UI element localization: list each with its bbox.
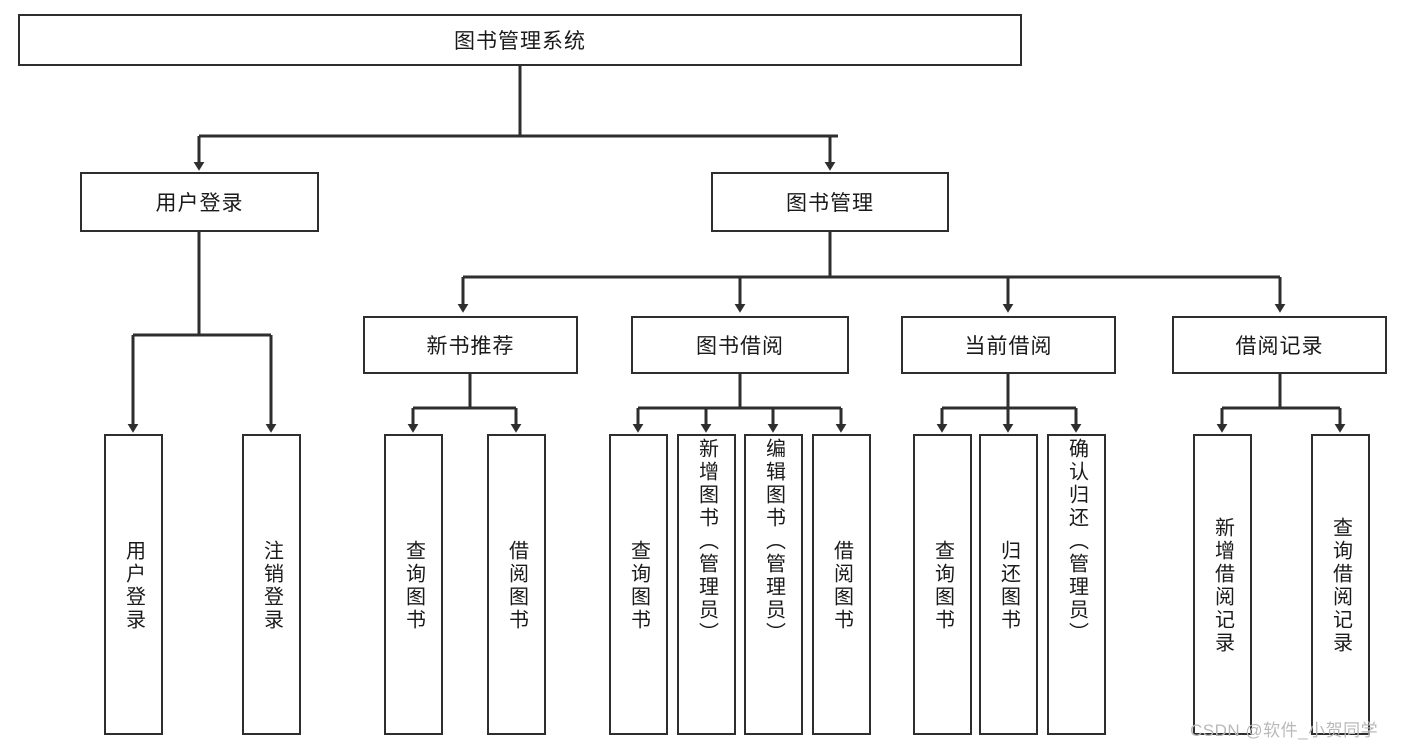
node-label: 确认归还（管理员）	[1065, 438, 1088, 645]
node-leaf-borrow-book-2[interactable]: 借阅图书	[812, 434, 871, 735]
node-label: 编辑图书（管理员）	[762, 438, 785, 645]
node-leaf-add-record[interactable]: 新增借阅记录	[1193, 434, 1252, 735]
node-borrow-record[interactable]: 借阅记录	[1172, 316, 1387, 374]
node-leaf-add-book[interactable]: 新增图书（管理员）	[677, 434, 736, 735]
node-label: 查询借阅记录	[1329, 516, 1352, 655]
node-leaf-logout-login[interactable]: 注销登录	[242, 434, 301, 735]
node-label: 注销登录	[260, 539, 283, 632]
node-label: 新书推荐	[426, 335, 515, 358]
node-leaf-query-book-1[interactable]: 查询图书	[384, 434, 443, 735]
node-label: 借阅记录	[1235, 335, 1324, 358]
node-leaf-edit-book[interactable]: 编辑图书（管理员）	[744, 434, 803, 735]
node-label: 归还图书	[997, 539, 1020, 632]
node-leaf-user-login[interactable]: 用户登录	[104, 434, 163, 735]
node-label: 用户登录	[155, 192, 244, 215]
node-book-manage[interactable]: 图书管理	[711, 172, 949, 232]
node-leaf-query-book-2[interactable]: 查询图书	[609, 434, 668, 735]
node-label: 查询图书	[931, 539, 954, 632]
node-leaf-borrow-book-1[interactable]: 借阅图书	[487, 434, 546, 735]
node-label: 新增借阅记录	[1211, 516, 1234, 655]
node-new-book-recommend[interactable]: 新书推荐	[363, 316, 578, 374]
node-label: 当前借阅	[964, 335, 1053, 358]
node-leaf-query-record[interactable]: 查询借阅记录	[1311, 434, 1370, 735]
node-label: 新增图书（管理员）	[695, 438, 718, 645]
node-leaf-return-book[interactable]: 归还图书	[979, 434, 1038, 735]
node-label: 借阅图书	[505, 539, 528, 632]
csdn-watermark: CSDN @软件_小贺同学	[1190, 721, 1379, 740]
node-label: 图书管理	[786, 192, 874, 215]
node-label: 用户登录	[122, 539, 145, 632]
node-label: 图书管理系统	[454, 30, 586, 53]
node-leaf-confirm-return[interactable]: 确认归还（管理员）	[1047, 434, 1106, 735]
node-label: 借阅图书	[830, 539, 853, 632]
node-book-borrow[interactable]: 图书借阅	[631, 316, 849, 374]
node-user-login[interactable]: 用户登录	[80, 172, 319, 232]
node-label: 图书借阅	[696, 335, 784, 358]
node-label: 查询图书	[402, 539, 425, 632]
node-leaf-query-book-3[interactable]: 查询图书	[913, 434, 972, 735]
node-current-borrow[interactable]: 当前借阅	[901, 316, 1116, 374]
node-book-management-system[interactable]: 图书管理系统	[18, 14, 1022, 66]
node-label: 查询图书	[627, 539, 650, 632]
